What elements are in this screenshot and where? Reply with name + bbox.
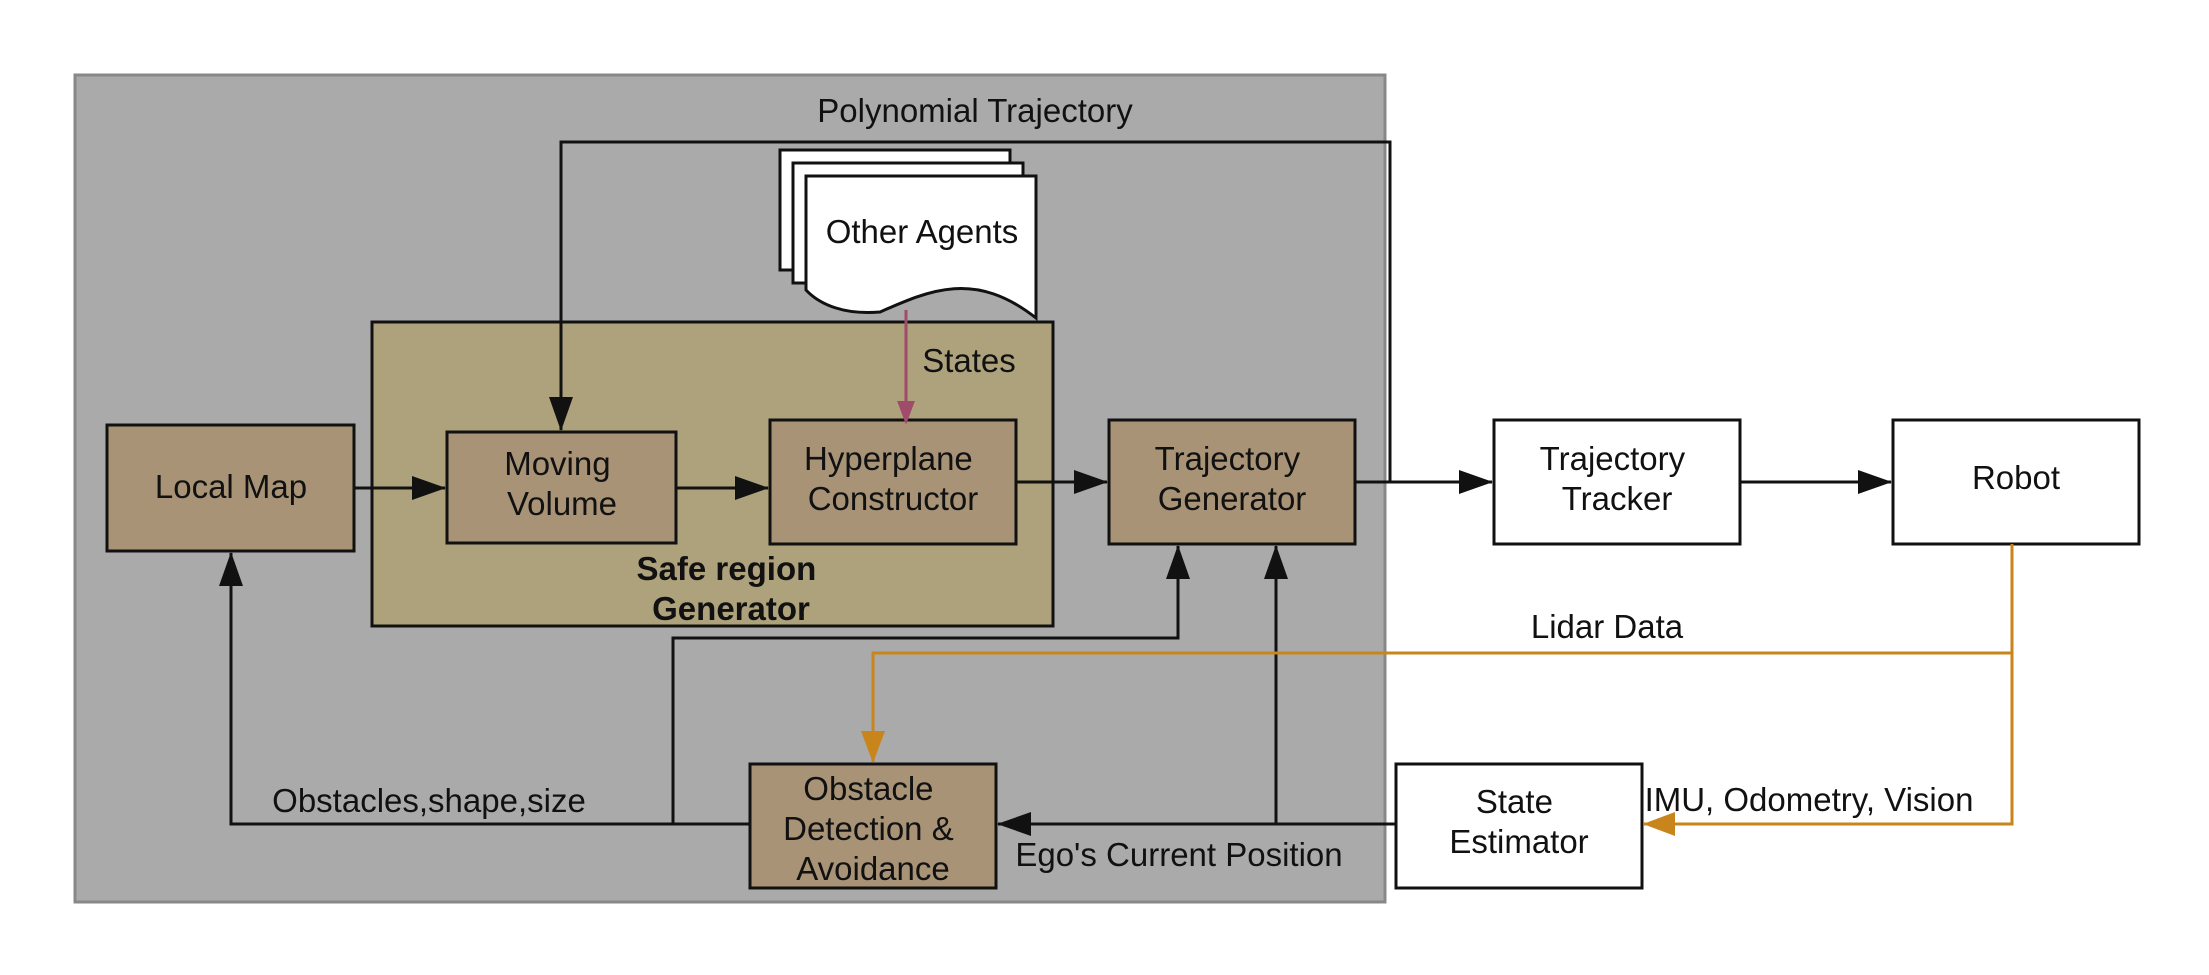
robot-node: Robot: [1891, 418, 2141, 546]
state-estimator-node: State Estimator: [1394, 762, 1644, 890]
edge-imu-odometry-vision: [1643, 653, 2014, 836]
other-agents-node: Other Agents: [778, 148, 1038, 322]
label-imu-odometry-vision: IMU, Odometry, Vision: [1645, 781, 1974, 818]
obstacle-detection-node: Obstacle Detection & Avoidance: [748, 762, 998, 890]
moving-volume-node: Moving Volume: [445, 430, 678, 545]
label-lidar-data: Lidar Data: [1531, 608, 1684, 645]
local-map-node: Local Map: [105, 423, 356, 553]
edge-obstacles-localmap: [219, 552, 750, 826]
hyperplane-constructor-node: Hyperplane Constructor: [768, 418, 1018, 546]
svg-text:Hyperplane Constructor: Hyperplane Constructor: [804, 440, 982, 517]
svg-text:Obstacle Detection &: Obstacle Detection & Avoidance: [783, 770, 963, 887]
label-polynomial-trajectory: Polynomial Trajectory: [817, 92, 1133, 129]
edge-obstacle-trajgen: [671, 545, 1190, 824]
trajectory-generator-node: Trajectory Generator: [1107, 418, 1357, 546]
svg-text:State Estimator: State Estimator: [1449, 783, 1588, 860]
other-agents-label: Other Agents: [826, 213, 1019, 250]
svg-text:Local Map: Local Map: [155, 468, 307, 505]
edge-polynomial-trajectory: [549, 140, 1392, 482]
label-egos-current-position: Ego's Current Position: [1015, 836, 1342, 873]
safe-region-label: Safe region Generator: [637, 550, 826, 627]
trajectory-tracker-node: Trajectory Tracker: [1492, 418, 1742, 546]
edge-lidar-data: [861, 544, 2014, 763]
label-obstacles-shape-size: Obstacles,shape,size: [272, 782, 586, 819]
svg-text:Trajectory Generator: Trajectory Generator: [1155, 440, 1310, 517]
svg-text:Moving Volume: Moving Volume: [504, 445, 620, 522]
label-states: States: [922, 342, 1016, 379]
svg-text:Robot: Robot: [1972, 459, 2060, 496]
svg-text:Trajectory Tracker: Trajectory Tracker: [1540, 440, 1695, 517]
